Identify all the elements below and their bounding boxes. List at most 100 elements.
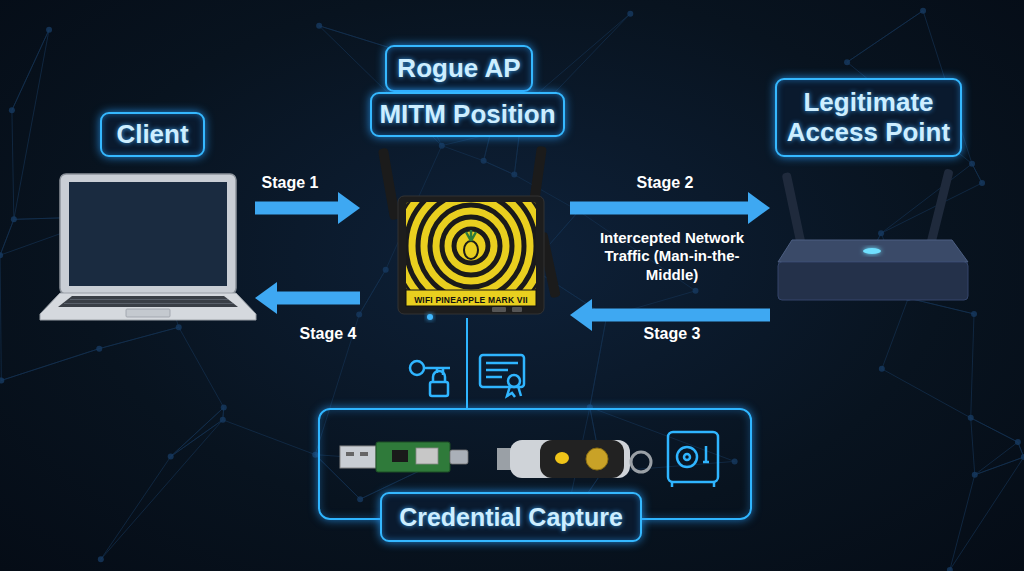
network-background <box>878 230 884 236</box>
network-background <box>357 496 363 502</box>
network-background <box>484 134 491 161</box>
network-background <box>972 164 982 183</box>
network-background <box>920 8 926 14</box>
wifi-pineapple-device <box>378 148 400 221</box>
stage-label: Stage 1 <box>262 174 319 192</box>
capture-icons <box>433 371 445 382</box>
wifi-pineapple-device <box>492 307 506 312</box>
wifi-pineapple-device <box>466 230 476 241</box>
credential-capture-box: Credential Capture <box>318 408 752 520</box>
network-background <box>484 161 515 175</box>
network-background <box>484 134 491 161</box>
rogue-ap-node: Rogue APMITM PositionWIFI PINEAPPLE MARK… <box>360 40 570 318</box>
network-background <box>319 26 392 49</box>
network-background <box>971 314 974 418</box>
safe-icon <box>668 432 718 487</box>
network-background <box>950 457 1024 570</box>
router-illustration <box>863 248 881 254</box>
device-label: WIFI PINEAPPLE MARK VII <box>406 293 536 307</box>
connector-line <box>466 318 468 408</box>
usb-adapter <box>416 448 438 464</box>
network-background <box>576 208 582 214</box>
laptop-illustration <box>64 300 233 304</box>
network-background <box>96 346 102 352</box>
router-illustration <box>778 262 968 300</box>
network-background <box>971 418 1018 442</box>
usb-adapter <box>450 450 468 464</box>
network-background <box>220 417 226 423</box>
network-background <box>511 172 517 178</box>
wifi-pineapple-device <box>442 217 500 275</box>
network-background <box>439 143 445 149</box>
laptop-illustration <box>126 309 170 317</box>
laptop-illustration <box>40 293 256 320</box>
wifi-pineapple-device <box>512 307 522 312</box>
node-title: Legitimate Access Point <box>775 78 962 157</box>
network-background <box>947 567 953 571</box>
wifi-pineapple-device <box>406 202 536 290</box>
node-title: MITM Position <box>370 92 565 137</box>
wifi-pineapple-device <box>427 314 433 320</box>
network-background <box>12 30 49 111</box>
network-background <box>9 107 15 113</box>
network-background <box>316 23 322 29</box>
network-background <box>969 161 975 167</box>
network-background <box>972 472 978 478</box>
node-title: Credential Capture <box>380 492 642 542</box>
network-background <box>971 418 1018 442</box>
wifi-pineapple-device <box>406 290 536 306</box>
network-background <box>14 30 49 220</box>
network-background <box>179 327 224 407</box>
security-key <box>497 440 651 478</box>
network-background <box>1015 439 1021 445</box>
access-point-node: Legitimate Access Point <box>770 75 967 305</box>
network-background <box>975 457 1024 475</box>
usb-adapter <box>360 452 368 456</box>
capture-icons <box>410 355 524 397</box>
safe-icon <box>684 454 690 460</box>
capture-icons <box>430 382 448 396</box>
router-illustration <box>925 168 954 250</box>
network-background <box>98 556 104 562</box>
network-background <box>0 255 1 380</box>
network-background <box>359 270 385 315</box>
network-background <box>732 458 738 464</box>
safe-icon <box>677 447 697 467</box>
network-background <box>971 418 975 475</box>
laptop-illustration <box>58 296 238 307</box>
network-background <box>0 219 14 255</box>
safe-icon <box>672 446 714 487</box>
network-background <box>0 252 3 258</box>
network-background <box>1 349 99 381</box>
wifi-pineapple-device <box>406 202 536 290</box>
wifi-pineapple-device <box>454 229 488 263</box>
network-background <box>171 420 223 457</box>
capture-icons <box>508 375 520 387</box>
network-background <box>176 324 182 330</box>
network-background <box>693 288 699 294</box>
network-background <box>101 420 223 559</box>
usb-adapter <box>392 450 408 462</box>
wifi-pineapple-device <box>464 241 478 259</box>
laptop-illustration <box>69 182 227 286</box>
network-background <box>607 291 696 317</box>
network-background <box>879 366 885 372</box>
network-background <box>12 110 14 219</box>
flow-arrow <box>570 202 748 215</box>
safe-icon <box>668 432 718 482</box>
network-background <box>1 349 99 381</box>
capture-icons <box>507 386 521 397</box>
wifi-pineapple-device <box>378 146 561 323</box>
network-background <box>12 30 49 111</box>
flow-arrow <box>277 292 360 305</box>
flow-arrow <box>592 309 770 322</box>
network-background <box>975 457 1024 475</box>
laptop-illustration <box>60 174 236 294</box>
edge-group <box>255 208 770 408</box>
capture-icons <box>410 361 424 375</box>
network-background <box>99 327 179 348</box>
network-background <box>356 312 362 318</box>
usb-adapter <box>340 442 468 472</box>
